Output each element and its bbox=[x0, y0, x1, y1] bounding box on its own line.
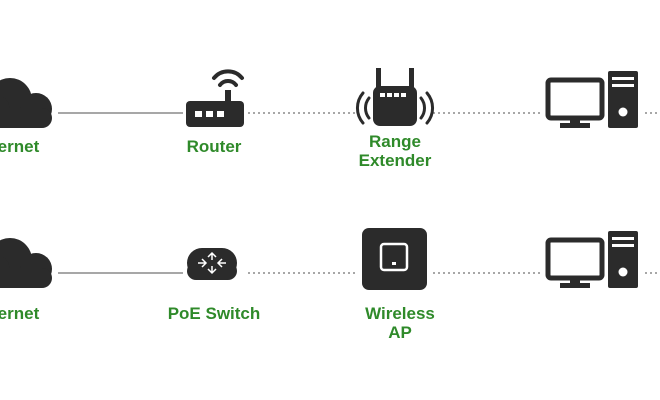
range-extender-label: Range Extender bbox=[343, 132, 447, 170]
wireless-ap-icon bbox=[362, 228, 427, 290]
internet-label: ternet bbox=[0, 304, 40, 323]
wireless-ap-label-line2: AP bbox=[388, 323, 412, 342]
computer-icon bbox=[545, 231, 638, 288]
router-label: Router bbox=[186, 137, 242, 156]
range-extender-icon bbox=[356, 68, 434, 126]
wireless-ap-label: Wireless AP bbox=[348, 304, 452, 342]
range-extender-label-line2: Extender bbox=[358, 151, 432, 170]
range-extender-label-line1: Range bbox=[369, 132, 421, 151]
cloud-icon bbox=[0, 238, 52, 288]
poe-switch-label: PoE Switch bbox=[167, 304, 261, 323]
cloud-icon bbox=[0, 78, 52, 128]
internet-label: ternet bbox=[0, 137, 40, 156]
router-icon bbox=[186, 69, 244, 127]
poe-switch-icon bbox=[187, 248, 237, 280]
computer-icon bbox=[545, 71, 638, 128]
wireless-ap-label-line1: Wireless bbox=[365, 304, 435, 323]
